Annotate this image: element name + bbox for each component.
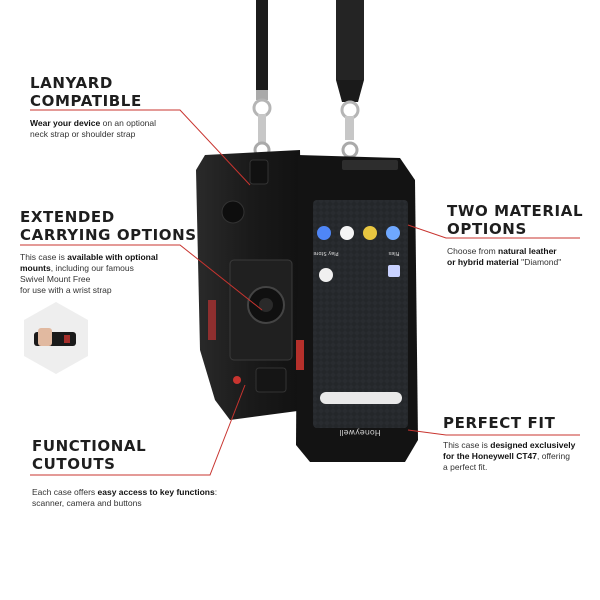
files-label: Files <box>388 250 399 256</box>
phone-app-icon <box>317 226 331 240</box>
right-clip <box>340 100 360 159</box>
fit-description-pre: This case is <box>443 440 491 450</box>
carrying-title-line1: EXTENDED <box>20 208 115 226</box>
play-store-label: Play Store <box>313 250 338 256</box>
case-front <box>296 155 418 462</box>
camera-app-icon <box>386 226 400 240</box>
material-description-bold: natural leather <box>498 246 557 256</box>
material-title: TWO MATERIAL OPTIONS <box>447 202 597 238</box>
fit-description-bold: designed exclusively <box>490 440 576 450</box>
cutouts-description-pre: Each case offers <box>32 487 98 497</box>
files-app-icon <box>388 265 400 277</box>
brand-label: Honeywell <box>339 428 381 437</box>
carrying-description-line4: for use with a wrist strap <box>20 285 112 295</box>
fit-title-line1: PERFECT FIT <box>443 414 556 432</box>
fit-description-rest: , offering <box>537 451 570 461</box>
lanyard-description: Wear your device on an optional neck str… <box>30 118 220 140</box>
feature-perfect-fit: PERFECT FIT This case is designed exclus… <box>443 414 593 473</box>
material-title-line2: OPTIONS <box>447 220 527 238</box>
cutouts-description-bold: easy access to key functions <box>97 487 215 497</box>
cutouts-description-rest: : <box>214 487 218 497</box>
material-description: Choose from natural leather or hybrid ma… <box>447 246 597 268</box>
fit-title: PERFECT FIT <box>443 414 593 432</box>
messages-app-icon <box>340 226 354 240</box>
search-bar <box>320 392 402 404</box>
cutouts-title-line2: CUTOUTS <box>32 455 116 473</box>
pointer-lines <box>20 109 580 476</box>
feature-functional-cutouts: FUNCTIONAL CUTOUTS Each case offers easy… <box>32 437 242 509</box>
fit-description: This case is designed exclusively for th… <box>443 440 593 473</box>
material-title-line1: TWO MATERIAL <box>447 202 584 220</box>
left-strap <box>256 0 268 90</box>
feature-lanyard: LANYARD COMPATIBLE Wear your device on a… <box>30 74 220 140</box>
chrome-app-icon <box>363 226 377 240</box>
material-description-pre: Choose from <box>447 246 499 256</box>
cutouts-description: Each case offers easy access to key func… <box>32 487 242 509</box>
cutouts-title: FUNCTIONAL CUTOUTS <box>32 437 242 473</box>
cutouts-description-line2: scanner, camera and buttons <box>32 498 142 508</box>
carrying-title-line2: CARRYING OPTIONS <box>20 226 197 244</box>
carrying-description-bold2: mounts <box>20 263 51 273</box>
feature-material-options: TWO MATERIAL OPTIONS Choose from natural… <box>447 202 597 268</box>
carrying-description-rest: , including our famous <box>50 263 134 273</box>
lanyard-title-line2: COMPATIBLE <box>30 92 142 110</box>
cutouts-title-line1: FUNCTIONAL <box>32 437 147 455</box>
left-clip <box>252 90 272 159</box>
lanyard-title-line1: LANYARD <box>30 74 113 92</box>
app-icons: Play Store Files <box>313 226 400 282</box>
feature-carrying-options: EXTENDED CARRYING OPTIONS This case is a… <box>20 208 210 296</box>
photos-app-icon <box>319 268 333 282</box>
right-strap <box>336 0 364 80</box>
carrying-description-line3: Swivel Mount Free <box>20 274 91 284</box>
wrist-strap-image <box>24 302 88 374</box>
lanyard-title: LANYARD COMPATIBLE <box>30 74 220 110</box>
carrying-description-pre: This case is <box>20 252 68 262</box>
fit-description-bold2: for the Honeywell CT47 <box>443 451 537 461</box>
case-back <box>196 150 305 420</box>
lanyard-description-rest: on an optional <box>100 118 157 128</box>
fit-description-line3: a perfect fit. <box>443 462 488 472</box>
material-description-bold2: or hybrid material <box>447 257 519 267</box>
lanyard-description-bold: Wear your device <box>30 118 101 128</box>
carrying-description: This case is available with optional mou… <box>20 252 210 296</box>
carrying-title: EXTENDED CARRYING OPTIONS <box>20 208 210 244</box>
carrying-description-bold: available with optional <box>67 252 158 262</box>
material-description-rest: "Diamond" <box>518 257 562 267</box>
lanyard-description-line2: neck strap or shoulder strap <box>30 129 136 139</box>
